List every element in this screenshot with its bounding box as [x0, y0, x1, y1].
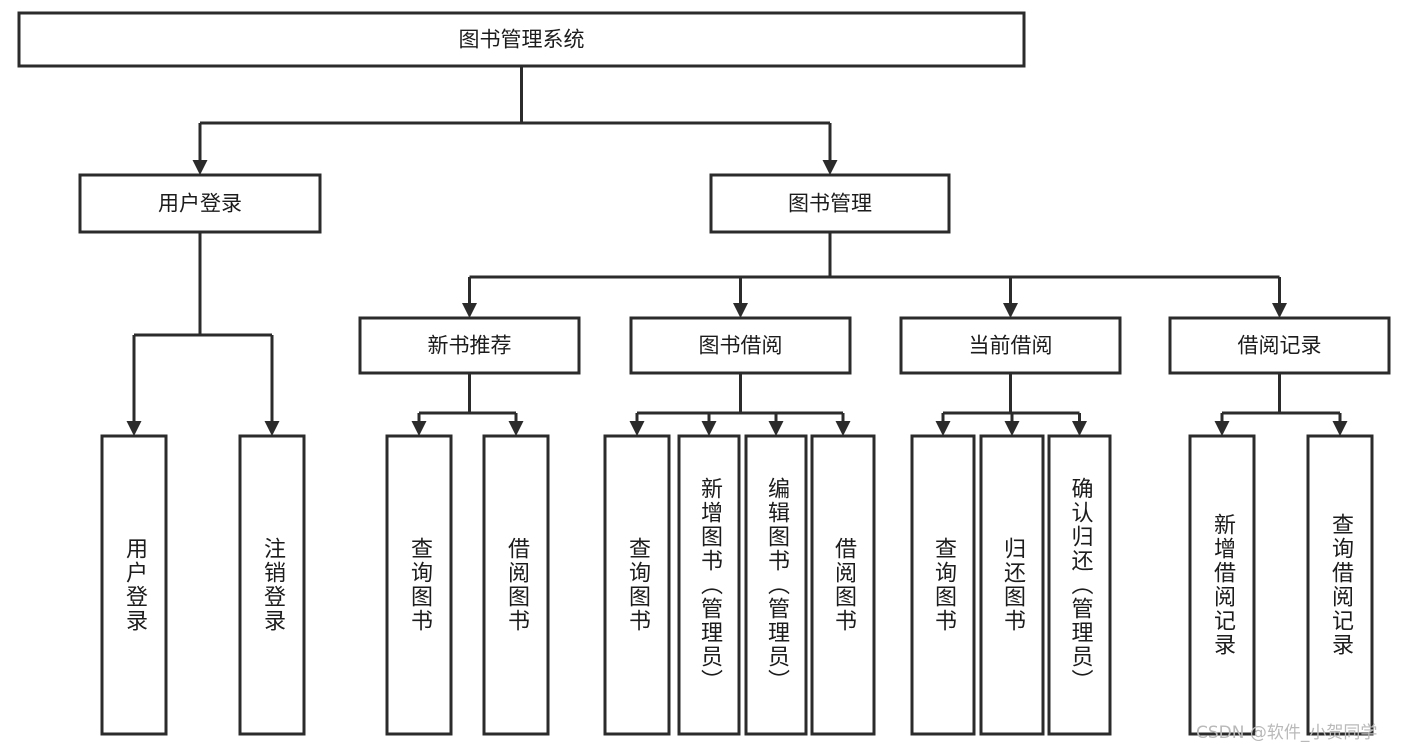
edge-book-manage-to-new-book-recommend-arrowhead: [462, 303, 477, 318]
node-box-leaf-user-login[interactable]: [100, 434, 168, 736]
edge-root-to-book-manage-arrowhead: [822, 160, 838, 175]
edge-borrow-record-to-leaf-query-record-arrowhead: [1332, 421, 1348, 436]
node-box-leaf-add-record[interactable]: [1188, 434, 1256, 736]
node-label-book-borrow: 图书借阅: [699, 334, 783, 358]
node-box-current-borrow[interactable]: [899, 316, 1122, 375]
edge-book-borrow-to-leaf-edit-book-arrowhead: [768, 421, 784, 436]
node-box-leaf-query-record[interactable]: [1306, 434, 1374, 736]
node-box-leaf-return-book[interactable]: [979, 434, 1045, 736]
node-box-leaf-query-book-cb[interactable]: [910, 434, 976, 736]
node-box-leaf-add-book[interactable]: [677, 434, 741, 736]
node-box-book-manage[interactable]: [709, 173, 951, 234]
node-box-leaf-confirm-return[interactable]: [1047, 434, 1112, 736]
edge-user-login-to-leaf-user-login-arrowhead: [126, 421, 142, 436]
edge-book-manage-to-borrow-record-arrowhead: [1272, 303, 1287, 318]
edge-root-to-user-login-arrowhead: [192, 160, 208, 175]
node-box-leaf-borrow-book-nb[interactable]: [482, 434, 550, 736]
node-box-leaf-logout[interactable]: [238, 434, 306, 736]
edge-current-borrow-to-leaf-return-book-arrowhead: [1004, 421, 1020, 436]
edge-user-login-to-leaf-logout-arrowhead: [264, 421, 280, 436]
node-box-layer: [17, 11, 1391, 736]
connector-layer: [126, 66, 1348, 436]
node-box-leaf-edit-book[interactable]: [744, 434, 808, 736]
node-label-book-manage: 图书管理: [788, 192, 872, 216]
edge-borrow-record-to-leaf-add-record-arrowhead: [1214, 421, 1230, 436]
node-box-leaf-query-book-nb[interactable]: [385, 434, 453, 736]
edge-current-borrow-to-leaf-query-book-cb-arrowhead: [935, 421, 951, 436]
node-label-root: 图书管理系统: [459, 28, 585, 52]
edge-book-manage-to-book-borrow-arrowhead: [733, 303, 748, 318]
node-label-current-borrow: 当前借阅: [969, 334, 1053, 358]
node-box-book-borrow[interactable]: [629, 316, 852, 375]
edge-book-borrow-to-leaf-query-book-bb-arrowhead: [629, 421, 645, 436]
edge-book-borrow-to-leaf-add-book-arrowhead: [701, 421, 717, 436]
edge-new-book-recommend-to-leaf-borrow-book-nb-arrowhead: [508, 421, 524, 436]
node-label-user-login: 用户登录: [158, 192, 242, 216]
edge-book-borrow-to-leaf-borrow-book-bb-arrowhead: [835, 421, 851, 436]
node-box-root[interactable]: [17, 11, 1026, 68]
node-box-leaf-borrow-book-bb[interactable]: [810, 434, 876, 736]
node-box-new-book-recommend[interactable]: [358, 316, 581, 375]
node-label-new-book-recommend: 新书推荐: [428, 334, 512, 358]
node-label-borrow-record: 借阅记录: [1238, 334, 1322, 358]
node-box-borrow-record[interactable]: [1168, 316, 1391, 375]
node-box-user-login[interactable]: [78, 173, 322, 234]
node-box-leaf-query-book-bb[interactable]: [603, 434, 671, 736]
edge-book-manage-to-current-borrow-arrowhead: [1003, 303, 1018, 318]
edge-current-borrow-to-leaf-confirm-return-arrowhead: [1072, 421, 1087, 436]
edge-new-book-recommend-to-leaf-query-book-nb-arrowhead: [411, 421, 427, 436]
